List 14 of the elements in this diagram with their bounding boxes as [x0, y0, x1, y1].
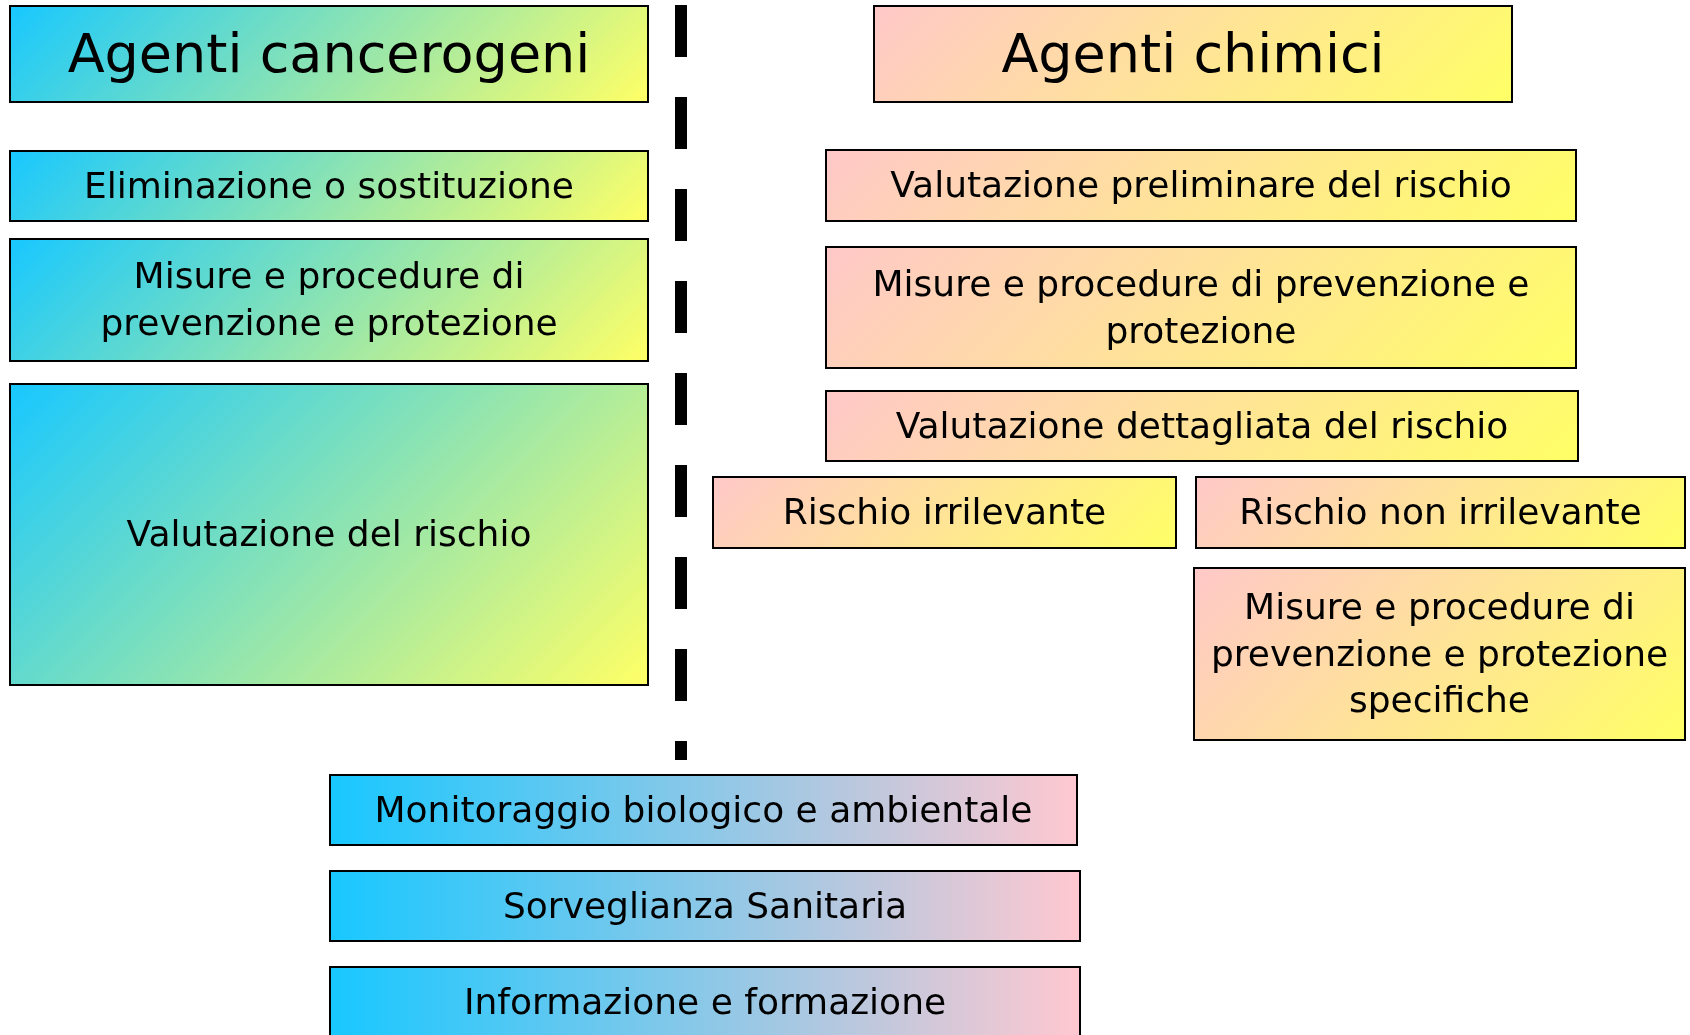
step-box: Valutazione dettagliata del rischio	[825, 390, 1579, 462]
step-box: Rischio irrilevante	[712, 476, 1177, 549]
step-box: Sorveglianza Sanitaria	[329, 870, 1081, 942]
step-box: Misure e procedure di prevenzione e protezione specifiche	[1193, 567, 1686, 741]
step-box: Rischio non irrilevante	[1195, 476, 1686, 549]
step-box: Valutazione preliminare del rischio	[825, 149, 1577, 222]
step-box: Misure e procedure di prevenzione e protezione	[825, 246, 1577, 369]
step-box: Monitoraggio biologico e ambientale	[329, 774, 1078, 846]
heading-box: Agenti chimici	[873, 5, 1513, 103]
step-box: Informazione e formazione	[329, 966, 1081, 1035]
heading-box: Agenti cancerogeni	[9, 5, 649, 103]
step-box: Misure e procedure di prevenzione e protezione	[9, 238, 649, 362]
step-box: Eliminazione o sostituzione	[9, 150, 649, 222]
step-box: Valutazione del rischio	[9, 383, 649, 686]
